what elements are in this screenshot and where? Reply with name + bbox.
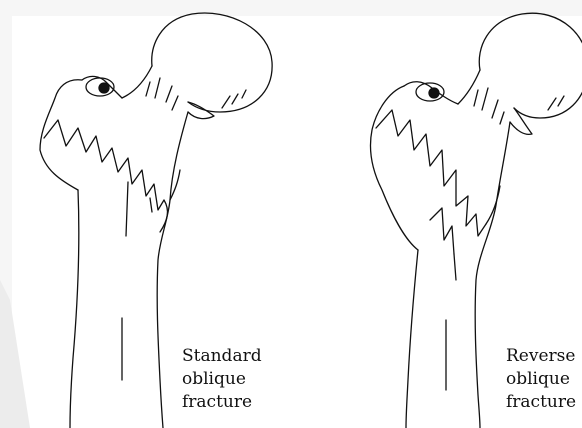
caption-line: fracture: [506, 391, 576, 414]
caption-line: fracture: [182, 391, 262, 414]
caption-line: Reverse: [506, 345, 576, 368]
caption-reverse-oblique: Reverse oblique fracture: [506, 345, 576, 414]
caption-line: Standard: [182, 345, 262, 368]
caption-line: oblique: [506, 368, 576, 391]
caption-standard-oblique: Standard oblique fracture: [182, 345, 262, 414]
caption-line: oblique: [182, 368, 262, 391]
